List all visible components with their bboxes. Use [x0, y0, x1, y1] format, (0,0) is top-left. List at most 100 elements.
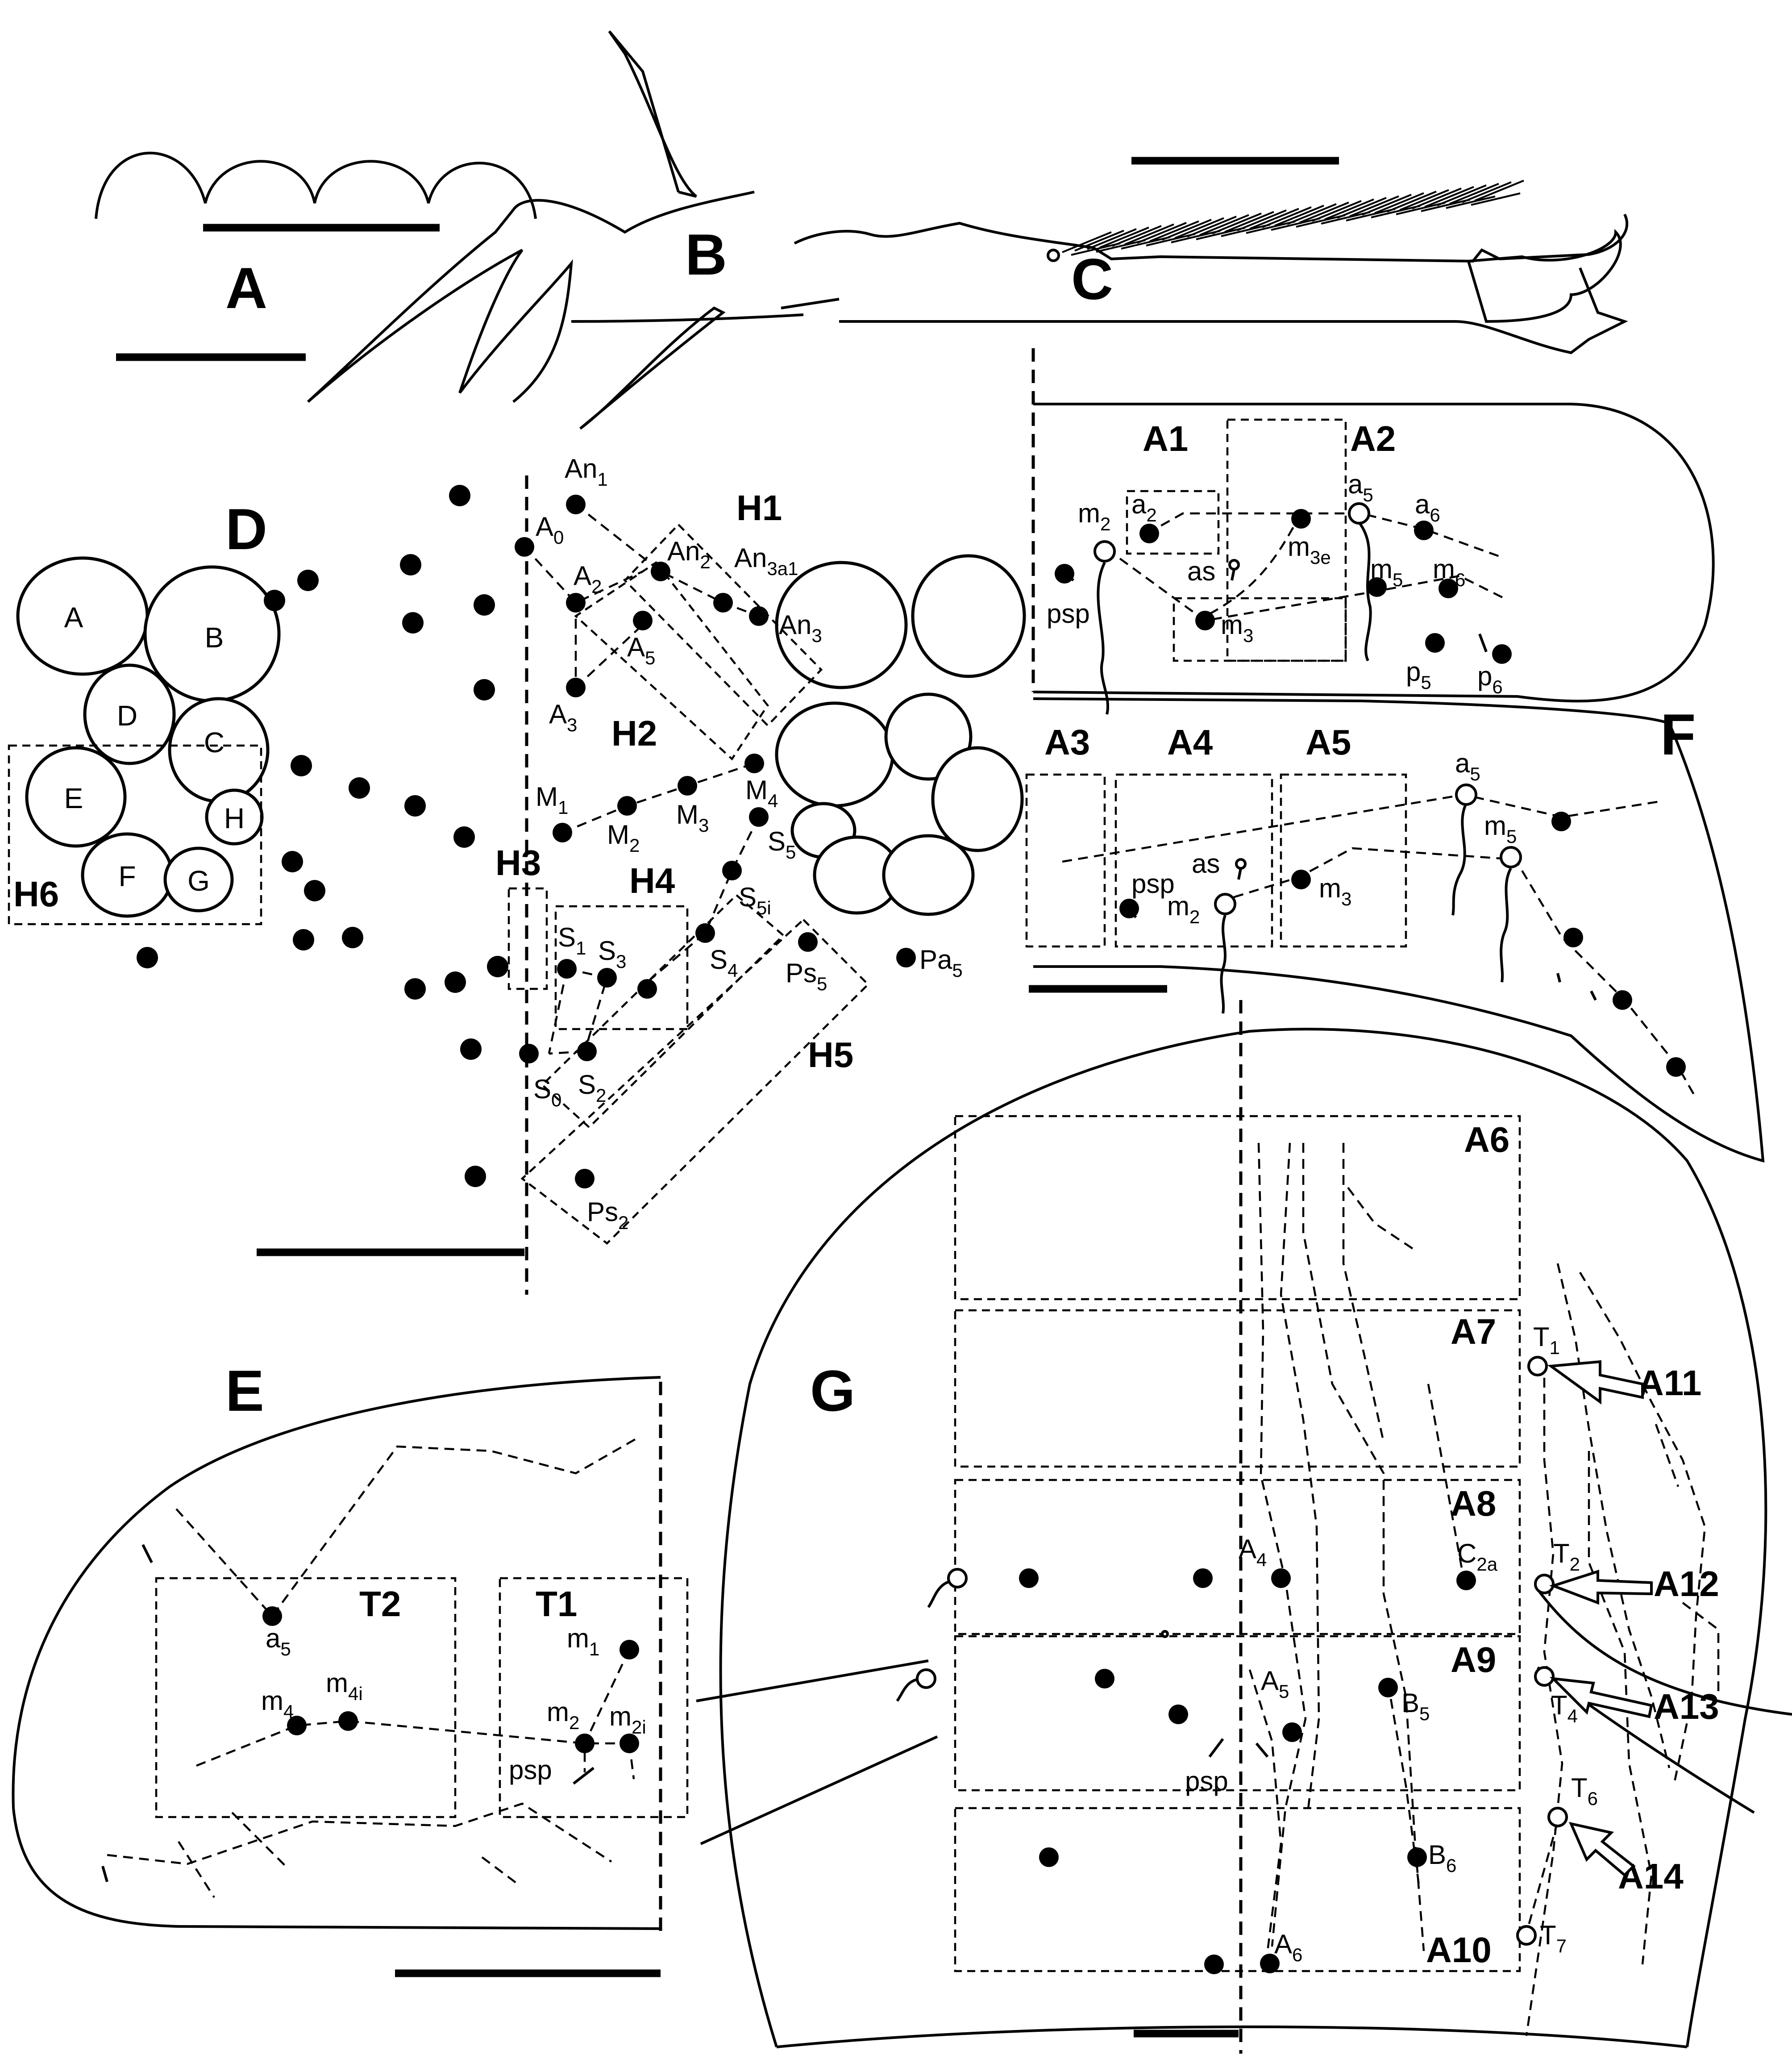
panel-c-dens-outline [794, 213, 1629, 354]
area-h5-box [520, 918, 870, 1245]
chaeta-m3 [1195, 611, 1215, 630]
area-a1-label: A1 [1143, 419, 1188, 459]
label-f-m3: m3 [1319, 873, 1351, 909]
eye-letter-d: D [117, 700, 137, 732]
area-a9-label: A9 [1451, 1640, 1496, 1680]
eye-right-2 [911, 554, 1026, 678]
label-e-m1: m1 [567, 1623, 599, 1659]
area-a5-label: A5 [1306, 722, 1351, 762]
g-line-h [1579, 1271, 1706, 1786]
eye-letter-b: B [205, 621, 224, 654]
eye-e [25, 746, 127, 848]
chaeta-dot [1019, 1568, 1039, 1588]
area-h3-box [507, 887, 548, 990]
chaeta-t4-socket [1534, 1666, 1555, 1687]
stub [1478, 633, 1488, 653]
chaeta-dot [1095, 1669, 1114, 1688]
label-a6: A6 [1274, 1929, 1302, 1965]
chaeta-dot [445, 971, 466, 993]
panel-c: C [794, 157, 1629, 354]
chaeta-side-socket [916, 1668, 936, 1689]
chaeta-m3e [1291, 509, 1311, 529]
chaeta-an2 [651, 562, 670, 581]
panel-e-label: E [225, 1358, 264, 1423]
area-h5-label: H5 [808, 1035, 853, 1075]
g-line-f [1427, 1384, 1465, 1581]
f-a-row-line [1062, 793, 1661, 863]
chaeta-microsocket [1161, 1630, 1169, 1638]
label-m5: m5 [1370, 554, 1403, 590]
area-h6-box [8, 744, 262, 925]
chaeta-dot [291, 755, 312, 776]
label-a5: a5 [1348, 469, 1373, 505]
area-a4-label: A4 [1167, 722, 1213, 762]
label-m4: M4 [745, 775, 778, 811]
chaeta-an3a1 [713, 593, 733, 613]
panel-b-claw-outline [307, 191, 755, 403]
chaeta-s2 [577, 1042, 597, 1061]
panel-d-label: D [225, 496, 267, 562]
label-a3: A3 [549, 699, 577, 735]
chaeta-dot [1613, 990, 1632, 1010]
chaeta-t2-socket [1534, 1574, 1555, 1594]
area-a3-box [1025, 773, 1106, 948]
chaeta-m4 [744, 754, 764, 773]
eye-letter-g: G [187, 865, 210, 897]
chaeta-an3 [749, 606, 769, 626]
label-e-m2: m2 [547, 1697, 579, 1733]
chaeta-dot [1563, 928, 1583, 947]
chaeta-m2i [620, 1734, 639, 1753]
g-line-n [1387, 1683, 1421, 1889]
chaeta-s0 [519, 1044, 539, 1063]
area-a6-label: A6 [1464, 1120, 1509, 1159]
chaeta-a5 [262, 1606, 282, 1626]
chaeta-dot [1551, 812, 1571, 831]
panel-c-mucro [1467, 229, 1622, 323]
area-a11-label: A11 [1638, 1363, 1701, 1403]
label-s0: S0 [533, 1074, 561, 1110]
area-h6-label: H6 [13, 874, 59, 914]
thorax-m3e-line [1209, 513, 1302, 615]
chaeta-an1 [566, 495, 586, 514]
label-as: as [1187, 556, 1215, 586]
chaeta-a6 [1260, 1954, 1280, 1973]
label-c2a: C2a [1457, 1538, 1498, 1575]
area-a10-label: A10 [1426, 1930, 1492, 1970]
label-m3: M3 [676, 800, 709, 836]
g-line-i [1525, 1362, 1563, 2036]
label-f-m2: m2 [1167, 891, 1200, 927]
stub [101, 1544, 153, 1882]
chaeta-ps5 [798, 932, 818, 952]
chaeta-dot [400, 554, 421, 575]
area-a13-label: A13 [1654, 1687, 1719, 1726]
chaeta-dot [1666, 1057, 1686, 1077]
g-line-k [1682, 1602, 1720, 1697]
hair [1220, 914, 1227, 1014]
label-m3: m3 [1221, 610, 1253, 646]
panel-g-bottom-edge [776, 2025, 1688, 2048]
area-h3-label: H3 [495, 843, 541, 883]
area-a6-box [954, 1115, 1521, 1301]
area-t1-box [499, 1577, 689, 1818]
eye-d [83, 663, 176, 765]
chaeta-m1 [553, 823, 572, 842]
chaeta-a2 [566, 593, 586, 613]
label-s5: S5 [768, 826, 796, 863]
area-a4-box [1114, 773, 1273, 948]
chaeta-m1 [620, 1640, 639, 1659]
chaeta-m2-socket [1214, 893, 1236, 915]
head-area-boxes: H1 H2 H3 H4 H5 [495, 488, 870, 1245]
chaeta-m2 [617, 796, 637, 816]
arrow-a14 [1568, 1822, 1636, 1877]
eye-right-5 [931, 746, 1024, 852]
chaeta-dot [304, 880, 325, 901]
area-a5-box [1280, 773, 1407, 948]
label-s1: S1 [558, 922, 586, 959]
eye-letter-e: E [64, 782, 83, 814]
g-line-e [1347, 1187, 1416, 1251]
chaeta-s3 [597, 968, 617, 988]
chaeta-dot [404, 795, 426, 817]
chaeta-m5 [1367, 577, 1387, 597]
area-a7-label: A7 [1451, 1312, 1496, 1351]
panel-b-unguiculus [579, 306, 726, 430]
